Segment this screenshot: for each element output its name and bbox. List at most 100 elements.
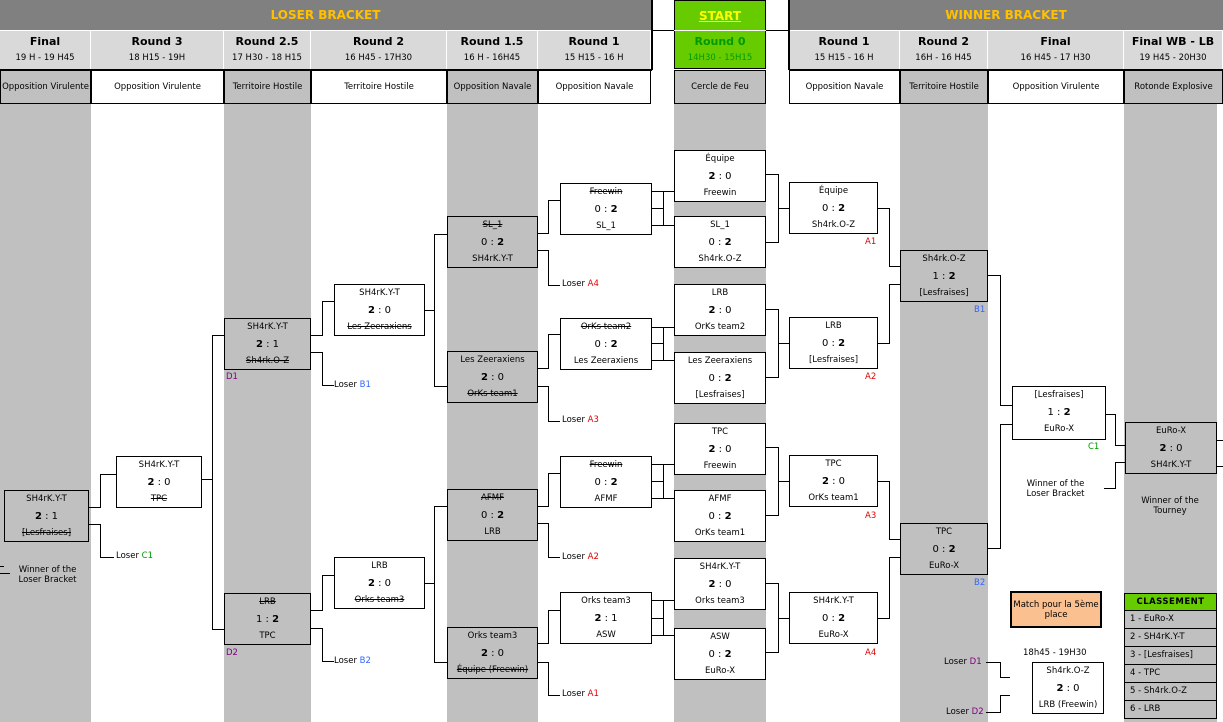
map-header: Opposition Navale (789, 70, 900, 104)
loser-ref-a4: Loser A4 (562, 279, 599, 289)
header-divider (766, 30, 789, 31)
map-header: Territoire Hostile (224, 70, 311, 104)
connector (1000, 662, 1001, 678)
connector (538, 643, 548, 644)
connector (434, 386, 447, 387)
connector (766, 242, 778, 243)
connector (212, 479, 213, 630)
connector (538, 250, 548, 251)
connector (651, 600, 674, 601)
fifth-place-time: 18h45 - 19H30 (1023, 648, 1087, 658)
ranking-title: CLASSEMENT (1125, 594, 1216, 611)
connector (766, 652, 778, 653)
connector (548, 250, 549, 286)
slot-label-d1: D1 (226, 372, 238, 382)
connector (766, 583, 778, 584)
ranking-row: 6 - LRB (1130, 704, 1161, 714)
connector (1217, 466, 1223, 467)
map-header: Territoire Hostile (900, 70, 988, 104)
connector (202, 479, 212, 480)
connector (1000, 405, 1012, 406)
connector (434, 506, 447, 507)
connector (651, 327, 674, 328)
connector (548, 421, 560, 422)
connector (0, 566, 4, 567)
connector (0, 573, 10, 574)
connector (311, 352, 322, 353)
connector (1000, 695, 1001, 713)
connector (548, 695, 560, 696)
connector (778, 208, 789, 209)
connector (434, 234, 435, 311)
connector (663, 327, 664, 361)
map-header: Opposition Virulente (91, 70, 224, 104)
connector (538, 523, 548, 524)
connector (1115, 462, 1116, 489)
connector (548, 200, 549, 234)
connector (778, 481, 789, 482)
connector (434, 310, 435, 387)
slot-label-a1: A1 (865, 237, 877, 247)
ranking-row: 3 - [Lesfraises] (1125, 647, 1216, 665)
connector (766, 377, 778, 378)
loser-ref-d2: Loser D2 (946, 707, 984, 717)
connector (889, 557, 900, 558)
header-separator (789, 69, 1223, 71)
connector (538, 368, 548, 369)
winner-tourney-note: Winner of the Tourney (1141, 496, 1199, 516)
connector (425, 310, 434, 311)
slot-label-c1: C1 (1088, 442, 1100, 452)
connector (651, 225, 674, 226)
connector (988, 275, 1000, 276)
connector (322, 301, 323, 336)
connector (548, 473, 560, 474)
connector (663, 191, 664, 226)
loser-ref-b1: Loser B1 (334, 380, 371, 390)
connector (548, 285, 560, 286)
connector (889, 208, 890, 267)
header-separator (0, 69, 652, 71)
connector (651, 481, 663, 482)
connector (89, 524, 100, 525)
connector (548, 610, 549, 644)
connector (766, 174, 778, 175)
slot-label-b1: B1 (974, 305, 986, 315)
connector (778, 618, 789, 619)
connector (548, 200, 560, 201)
connector (322, 628, 323, 662)
column-bg-final-lb (0, 104, 91, 722)
connector (877, 343, 889, 344)
slot-label-b2: B2 (974, 578, 986, 588)
connector (538, 662, 548, 663)
slot-label-a2: A2 (865, 372, 877, 382)
ranking-row: 1 - EuRo-X (1125, 611, 1216, 629)
connector (311, 610, 322, 611)
header-divider (788, 0, 790, 70)
connector (877, 481, 889, 482)
connector (651, 618, 663, 619)
connector (651, 191, 674, 192)
connector (877, 618, 889, 619)
connector (100, 557, 114, 558)
connector (538, 233, 548, 234)
